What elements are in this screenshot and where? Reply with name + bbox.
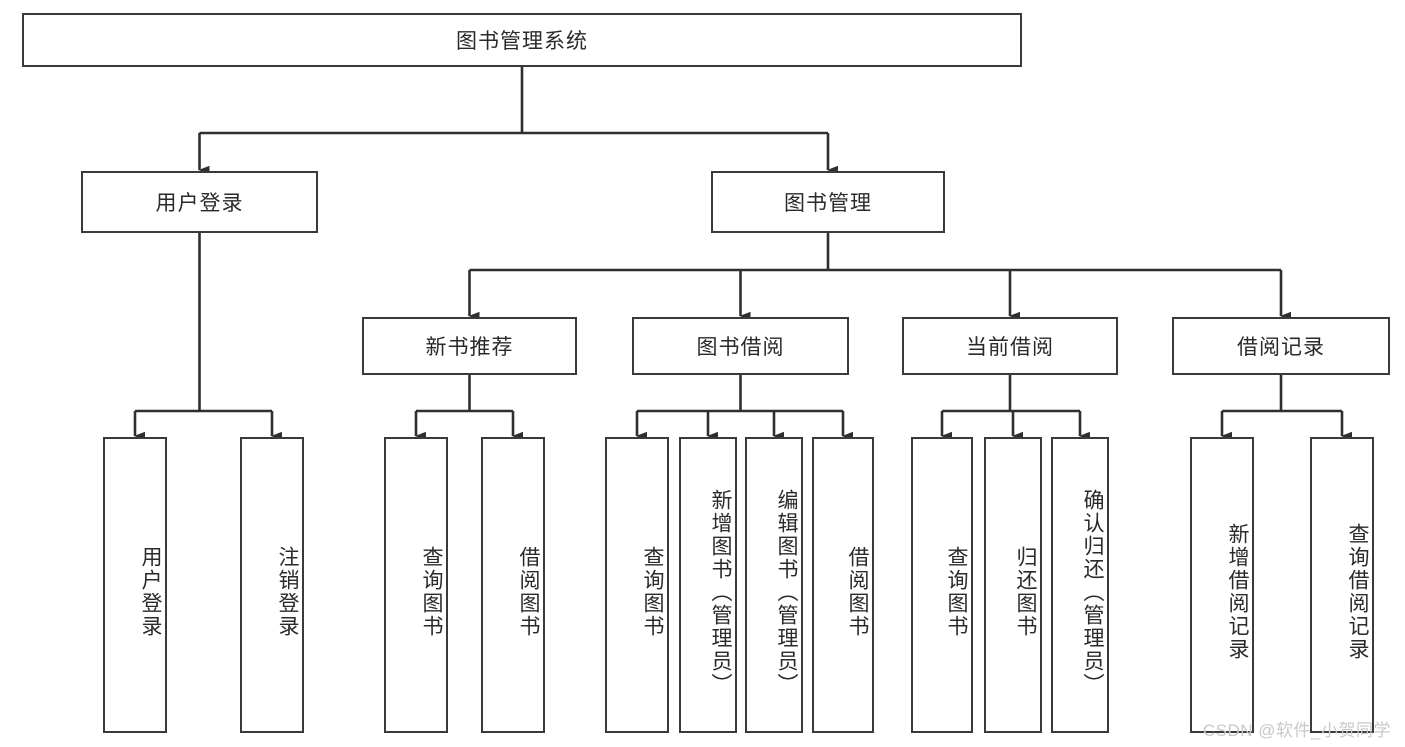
- leaf-confirm-return-admin-label: 确认归还（管理员）: [1081, 488, 1104, 696]
- node-borrow-records[interactable]: 借阅记录: [1172, 317, 1390, 375]
- node-book-management[interactable]: 图书管理: [711, 171, 945, 233]
- node-new-book-recommend[interactable]: 新书推荐: [362, 317, 577, 375]
- node-book-management-label: 图书管理: [784, 192, 872, 215]
- node-borrow-records-label: 借阅记录: [1237, 336, 1325, 359]
- leaf-borrow-book-new-label: 借阅图书: [517, 546, 540, 638]
- leaf-logout-label: 注销登录: [276, 546, 299, 638]
- leaf-query-borrow-record[interactable]: 查询借阅记录: [1310, 437, 1374, 733]
- node-user-login-label: 用户登录: [155, 192, 244, 215]
- leaf-return-book[interactable]: 归还图书: [984, 437, 1042, 733]
- node-new-book-recommend-label: 新书推荐: [425, 336, 514, 359]
- watermark: CSDN @软件_小贺同学: [1202, 721, 1391, 740]
- leaf-borrow-book[interactable]: 借阅图书: [812, 437, 874, 733]
- leaf-user-login-label: 用户登录: [139, 546, 162, 638]
- leaf-edit-book-admin-label: 编辑图书（管理员）: [775, 488, 798, 696]
- leaf-query-book-current[interactable]: 查询图书: [911, 437, 973, 733]
- node-root-label: 图书管理系统: [456, 30, 588, 53]
- leaf-confirm-return-admin[interactable]: 确认归还（管理员）: [1051, 437, 1109, 733]
- leaf-query-book-borrow[interactable]: 查询图书: [605, 437, 669, 733]
- leaf-user-login[interactable]: 用户登录: [103, 437, 167, 733]
- leaf-add-book-admin-label: 新增图书（管理员）: [709, 488, 732, 696]
- leaf-query-book-new-label: 查询图书: [420, 546, 443, 638]
- leaf-query-book-current-label: 查询图书: [945, 546, 968, 638]
- node-current-borrow[interactable]: 当前借阅: [902, 317, 1118, 375]
- leaf-logout[interactable]: 注销登录: [240, 437, 304, 733]
- node-book-borrow-label: 图书借阅: [696, 336, 785, 359]
- leaf-query-borrow-record-label: 查询借阅记录: [1346, 523, 1369, 661]
- node-current-borrow-label: 当前借阅: [966, 336, 1054, 359]
- leaf-borrow-book-new[interactable]: 借阅图书: [481, 437, 545, 733]
- leaf-add-borrow-record-label: 新增借阅记录: [1226, 523, 1249, 661]
- leaf-add-borrow-record[interactable]: 新增借阅记录: [1190, 437, 1254, 733]
- leaf-add-book-admin[interactable]: 新增图书（管理员）: [679, 437, 737, 733]
- leaf-query-book-borrow-label: 查询图书: [641, 546, 664, 638]
- leaf-edit-book-admin[interactable]: 编辑图书（管理员）: [745, 437, 803, 733]
- leaf-borrow-book-label: 借阅图书: [846, 546, 869, 638]
- node-root[interactable]: 图书管理系统: [22, 13, 1022, 67]
- leaf-query-book-new[interactable]: 查询图书: [384, 437, 448, 733]
- node-user-login[interactable]: 用户登录: [81, 171, 318, 233]
- leaf-return-book-label: 归还图书: [1014, 546, 1037, 638]
- node-book-borrow[interactable]: 图书借阅: [632, 317, 849, 375]
